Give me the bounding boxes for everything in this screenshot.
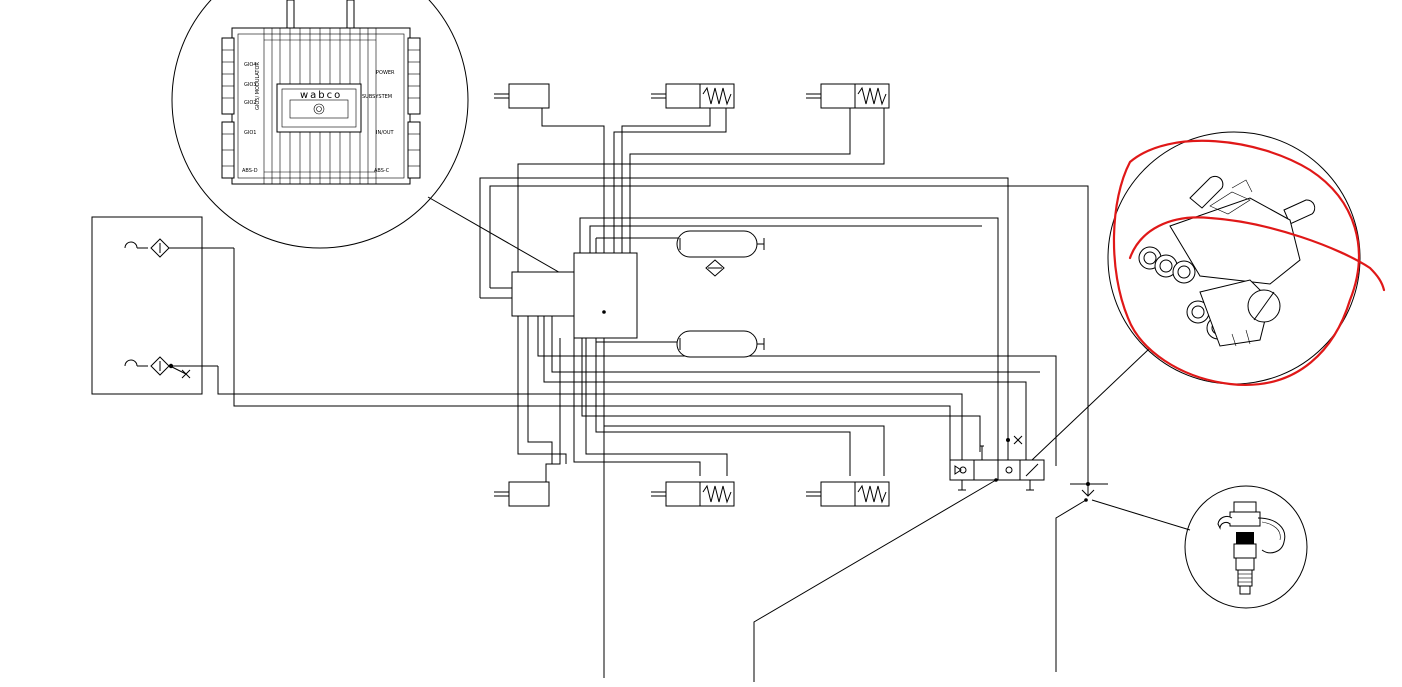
relay-valve-icon <box>1138 175 1316 347</box>
relay-valve-leader-line <box>1031 347 1151 461</box>
test-connector-leader-line <box>1091 499 1191 531</box>
ecu-port-label-subsystem: SUBSYSTEM <box>362 94 392 100</box>
ecu-port-label-gio3: GIO3 <box>244 82 256 88</box>
filter-water-separator-icon <box>124 356 218 379</box>
test-connector-symbol <box>1070 482 1191 531</box>
test-connector-icon <box>1217 501 1286 595</box>
test-connector-callout <box>1184 485 1308 609</box>
filter-panel <box>91 216 234 395</box>
ecu-port-label-gio4: GIO4 <box>244 62 256 68</box>
abs-ecu-icon: wabco GIO4 GIO3 GIO2 GIO1 ABS-D POWER SU… <box>221 0 421 185</box>
relay-valve-callout <box>1031 131 1386 461</box>
spring-brake-actuator-icon <box>806 481 890 507</box>
ecu-brand-label: wabco <box>300 90 342 101</box>
ecu-port-label-gio1: GIO1 <box>244 130 256 136</box>
ecu-port-label-power: POWER <box>376 70 395 76</box>
relay-valve-icon <box>949 435 1045 491</box>
ecu-port-label-abs-d: ABS-D <box>242 168 258 174</box>
service-brake-chamber-icon <box>494 481 550 507</box>
highlight-annotation <box>1128 216 1386 292</box>
service-brake-chamber-icon <box>494 83 550 109</box>
ecu-detail-callout: wabco GIO4 GIO3 GIO2 GIO1 ABS-D POWER SU… <box>171 0 598 295</box>
air-reservoir-icon <box>676 330 765 358</box>
filter-water-separator-icon <box>124 238 234 258</box>
spring-brake-actuator-icon <box>651 481 735 507</box>
ecu-port-label-gio2: GIO2 <box>244 100 256 106</box>
highlight-annotation <box>1112 139 1360 387</box>
ecu-port-label-vertical: GIO5/ MODULATOR <box>255 62 261 110</box>
ecu-port-label-abs-c: ABS-C <box>374 168 390 174</box>
air-reservoir-icon <box>676 230 765 277</box>
abs-ecu-block <box>511 252 638 339</box>
pipework <box>217 108 1089 682</box>
ecu-port-label-in-out: IN/OUT <box>376 130 394 136</box>
spring-brake-actuator-icon <box>651 83 735 109</box>
spring-brake-actuator-icon <box>806 83 890 109</box>
